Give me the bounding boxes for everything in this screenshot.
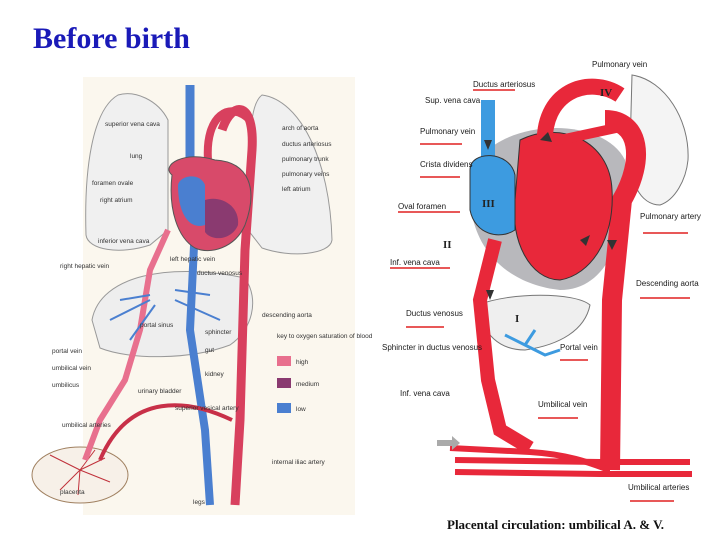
label-underlines [390, 89, 690, 502]
label-portal-vein: portal vein [52, 348, 82, 355]
label-umbilical-vein: umbilical vein [52, 365, 91, 372]
key-title: key to oxygen saturation of blood [277, 333, 373, 340]
umbilical-vein [82, 228, 171, 462]
right-ventricle [205, 198, 239, 239]
label-legs: legs [193, 499, 206, 506]
key-swatch-low [277, 403, 291, 413]
label-gut: gut [205, 347, 214, 354]
label-urinary-bladder: urinary bladder [138, 388, 182, 395]
label-right-hepatic-vein: right hepatic vein [60, 263, 110, 270]
right-panel-liver [477, 294, 591, 351]
label-placenta: placenta [60, 489, 85, 496]
label-pulmonary-artery: Pulmonary artery [640, 212, 701, 221]
label-oval-foramen: Oval foramen [398, 202, 446, 211]
right-umbilical-artery-2 [454, 457, 690, 465]
label-arch-of-aorta: arch of aorta [282, 125, 319, 132]
roman-iv: IV [600, 87, 612, 99]
right-umbilical-vein [472, 238, 534, 455]
roman-ii: II [443, 239, 452, 251]
right-portal-vein [504, 329, 561, 357]
label-umbilical-arteries-right: Umbilical arteries [628, 483, 689, 492]
slide-caption: Placental circulation: umbilical A. & V. [447, 517, 665, 532]
right-umbilical-artery-3 [454, 469, 692, 477]
left-lung [247, 94, 333, 255]
right-panel-right-atrium [469, 155, 516, 236]
roman-iii: III [482, 198, 495, 210]
label-superior-vena-cava: superior vena cava [105, 121, 160, 128]
label-portal-vein-right: Portal vein [560, 343, 598, 352]
placenta-vessels [49, 449, 111, 496]
inferior-vena-cava [185, 224, 214, 506]
label-pulmonary-trunk: pulmonary trunk [282, 156, 329, 163]
key-label-high: high [296, 359, 309, 366]
label-umbilicus: umbilicus [52, 382, 80, 389]
label-ductus-arteriosus-right: Ductus arteriosus [473, 80, 535, 89]
label-superior-vesical-artery: superior vesical artery [175, 405, 239, 412]
right-diagram: IV III II I Pulmonary vein Ductus arteri… [382, 60, 701, 502]
umbilical-artery [98, 403, 233, 461]
label-left-hepatic-vein: left hepatic vein [170, 256, 216, 263]
key-swatch-medium [277, 378, 291, 388]
flow-arrows [484, 132, 617, 300]
label-crista-dividens: Crista dividens [420, 160, 472, 169]
label-left-atrium: left atrium [282, 186, 311, 193]
label-foramen-ovale: foramen ovale [92, 180, 134, 187]
label-pulmonary-vein-top-line: Pulmonary vein [592, 60, 647, 69]
label-portal-sinus: portal sinus [140, 322, 174, 329]
label-internal-iliac-artery: internal iliac artery [272, 459, 325, 466]
label-inf-vena-cava-2: Inf. vena cava [400, 389, 450, 398]
label-umbilical-vein-right: Umbilical vein [538, 400, 587, 409]
umbilical-inflow-arrow [437, 436, 460, 450]
label-umbilical-arteries: umbilical arteries [62, 422, 112, 429]
right-aortic-arch [536, 78, 625, 151]
roman-i: I [515, 313, 519, 325]
key-label-medium: medium [296, 381, 319, 388]
right-lung [85, 93, 169, 251]
label-descending-aorta: descending aorta [262, 312, 312, 319]
label-sphincter-right: Sphincter in ductus venosus [382, 343, 482, 352]
hepatic-veins [109, 289, 221, 341]
label-pulmonary-veins: pulmonary veins [282, 171, 330, 178]
left-diagram: superior vena cava lung foramen ovale ri… [31, 77, 373, 515]
label-sphincter: sphincter [205, 329, 232, 336]
arch-of-aorta [203, 107, 253, 161]
label-lung: lung [130, 153, 143, 160]
right-pulmonary-artery [558, 120, 632, 145]
label-inf-vena-cava: Inf. vena cava [390, 258, 440, 267]
label-ductus-venosus-right: Ductus venosus [406, 309, 463, 318]
label-sup-vena-cava: Sup. vena cava [425, 96, 481, 105]
right-atrium [178, 176, 205, 226]
right-descending-aorta [600, 110, 647, 471]
label-inferior-vena-cava: inferior vena cava [98, 238, 150, 245]
label-pulmonary-vein-left: Pulmonary vein [420, 127, 475, 136]
label-right-atrium: right atrium [100, 197, 133, 204]
label-kidney: kidney [205, 371, 225, 378]
slide-title: Before birth [33, 22, 190, 55]
label-ductus-venosus: ductus venosus [197, 270, 243, 277]
label-ductus-arteriosus: ductus arteriosus [282, 141, 332, 148]
label-descending-aorta-right: Descending aorta [636, 279, 699, 288]
key-label-low: low [296, 406, 306, 413]
key-swatch-high [277, 356, 291, 366]
label-pulmonary-vein-top: Pulmonary vein [592, 60, 647, 69]
